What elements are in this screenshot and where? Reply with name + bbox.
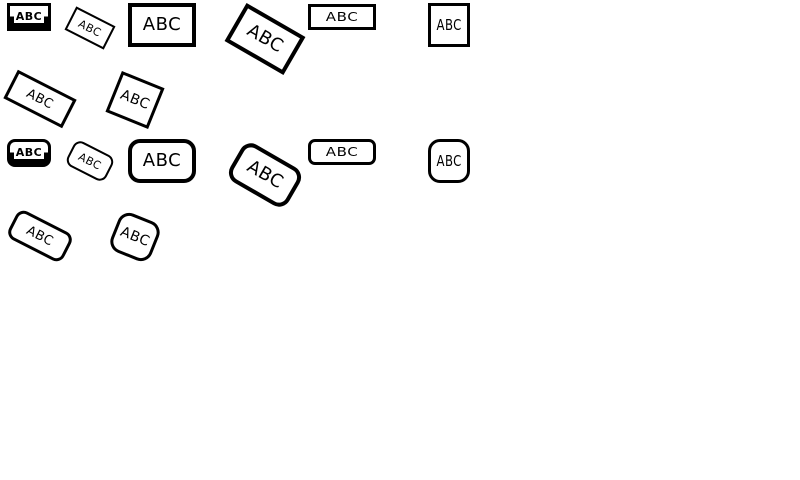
- abc-label-text: ABC: [13, 9, 45, 24]
- abc-label-square-narrow: ABC: [428, 3, 470, 47]
- abc-label-text: ABC: [24, 222, 56, 250]
- abc-label-text: ABC: [243, 155, 288, 194]
- abc-label-text: ABC: [117, 223, 153, 251]
- abc-label-square-tilted-small: ABC: [64, 6, 116, 50]
- abc-label-text: ABC: [142, 150, 182, 171]
- abc-label-text: ABC: [24, 85, 56, 113]
- abc-label-text: ABC: [76, 149, 104, 173]
- abc-label-text: ABC: [76, 16, 104, 40]
- abc-label-rounded-narrow: ABC: [428, 139, 470, 183]
- abc-label-text: ABC: [243, 19, 288, 58]
- abc-label-square-tilted-large: ABC: [224, 2, 306, 76]
- abc-label-square-large: ABC: [128, 3, 196, 47]
- abc-label-square-wide: ABC: [308, 4, 376, 30]
- abc-label-rounded-tilted-large: ABC: [224, 138, 306, 212]
- abc-label-square-tilted-row2b: ABC: [105, 70, 165, 130]
- abc-label-text: ABC: [142, 14, 182, 35]
- abc-label-rounded-dark: ABC: [7, 139, 51, 167]
- abc-label-rounded-large: ABC: [128, 139, 196, 183]
- abc-label-rounded-tilted-row2a: ABC: [5, 207, 75, 265]
- abc-label-square-dark: ABC: [7, 3, 51, 31]
- abc-label-square-tilted-row2a: ABC: [3, 69, 77, 129]
- abc-label-text: ABC: [13, 145, 45, 160]
- abc-label-text: ABC: [436, 151, 462, 170]
- abc-label-text: ABC: [436, 15, 462, 34]
- abc-label-rounded-wide: ABC: [308, 139, 376, 165]
- abc-label-rounded-tilted-small: ABC: [64, 138, 116, 184]
- abc-label-text: ABC: [117, 86, 153, 114]
- abc-label-rounded-tilted-row2b: ABC: [106, 209, 164, 265]
- abc-label-text: ABC: [325, 145, 359, 159]
- abc-label-text: ABC: [325, 10, 359, 24]
